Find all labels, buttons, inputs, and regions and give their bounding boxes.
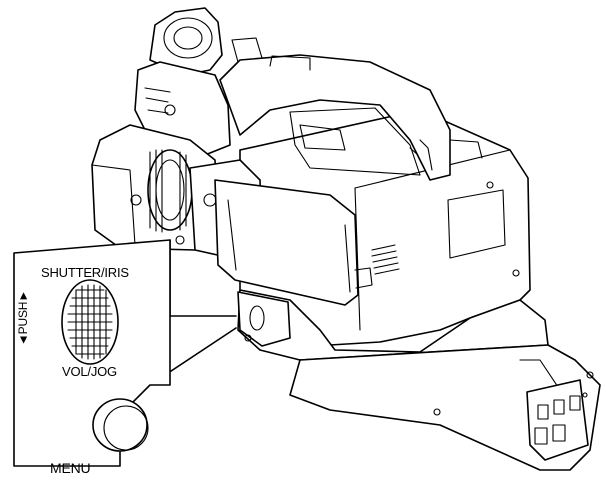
menu-label: MENU bbox=[50, 460, 91, 476]
jog-dial-grid bbox=[67, 284, 113, 360]
push-label: ◄PUSH► bbox=[16, 290, 30, 346]
side-panel bbox=[203, 179, 373, 306]
menu-button bbox=[92, 398, 149, 452]
speaker-grille bbox=[371, 244, 400, 275]
lower-body bbox=[237, 289, 549, 361]
vol-jog-dial bbox=[61, 279, 119, 365]
shutter-iris-label: SHUTTER/IRIS bbox=[41, 265, 129, 280]
vol-jog-label: VOL/JOG bbox=[62, 364, 117, 379]
carry-handle bbox=[219, 37, 483, 181]
rear-battery-grip bbox=[289, 344, 601, 471]
